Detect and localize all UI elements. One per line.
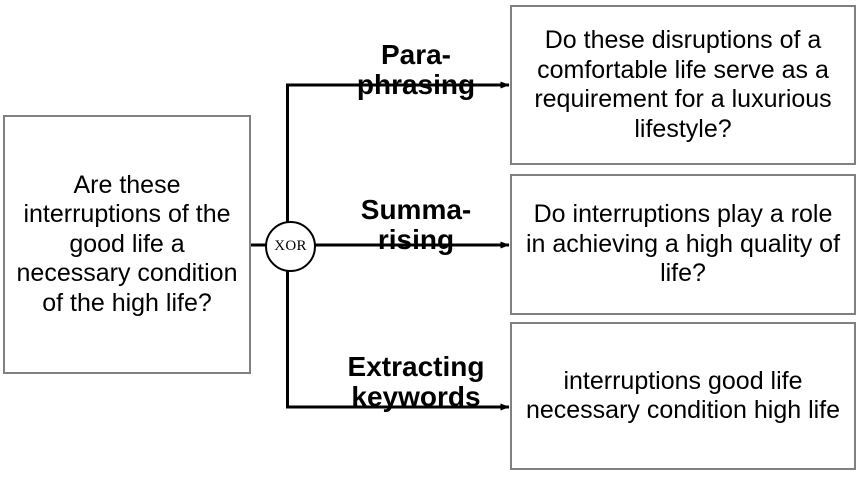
edge-label-extracting-line-1: Extracting [347, 351, 485, 382]
xor-gate-label: XOR [274, 238, 307, 254]
source-question-box: Are these interruptions of the good life… [3, 115, 251, 374]
target-text-extracting-keywords: interruptions good life necessary condit… [525, 366, 841, 425]
edge-label-paraphrasing: Para- phrasing [325, 39, 507, 101]
xor-gate: XOR [265, 221, 316, 272]
target-box-paraphrasing: Do these disruptions of a comfortable li… [510, 5, 856, 165]
source-question-text: Are these interruptions of the good life… [16, 170, 238, 317]
target-box-extracting-keywords: interruptions good life necessary condit… [510, 322, 856, 470]
edge-label-summarising-line-2: rising [377, 224, 455, 256]
edge-label-extracting-line-2: keywords [351, 381, 481, 413]
edge-label-paraphrasing-line-1: Para- [380, 39, 452, 70]
edge-label-summarising-line-1: Summa- [360, 194, 472, 225]
edge-label-paraphrasing-line-2: phrasing [356, 69, 476, 101]
target-text-paraphrasing: Do these disruptions of a comfortable li… [534, 26, 832, 143]
edge-label-extracting-keywords: Extracting keywords [318, 351, 514, 413]
edge-label-summarising: Summa- rising [325, 194, 507, 256]
target-box-summarising: Do interruptions play a role in achievin… [510, 174, 856, 315]
target-text-summarising: Do interruptions play a role in achievin… [525, 200, 841, 288]
